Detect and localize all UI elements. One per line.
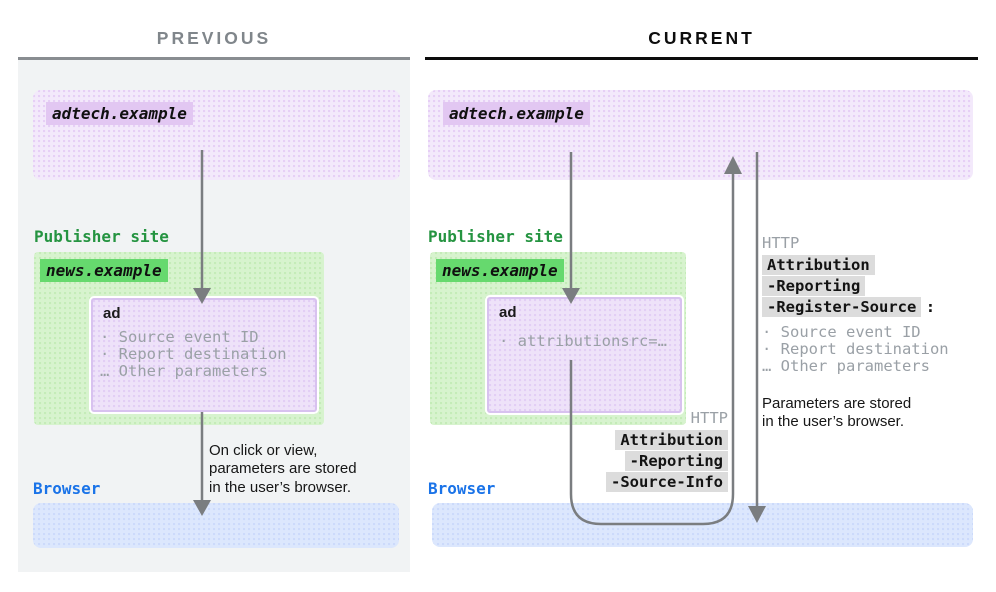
stored-caption: Parameters are stored in the user’s brow… bbox=[762, 395, 994, 432]
ad-label-previous: ad bbox=[103, 305, 121, 322]
http-source-info-block: HTTP Attribution -Reporting -Source-Info bbox=[528, 409, 728, 493]
param-line: … Other parameters bbox=[100, 362, 268, 381]
http-protocol-label: HTTP bbox=[762, 234, 800, 252]
header-chip: -Reporting bbox=[624, 451, 728, 471]
ad-label-current: ad bbox=[499, 304, 517, 321]
header-chip: Attribution bbox=[762, 255, 875, 275]
header-chip-line: Attribution bbox=[762, 255, 994, 276]
news-domain-chip-previous: news.example bbox=[40, 259, 168, 282]
param-line: · Report destination bbox=[100, 345, 287, 364]
publisher-site-label-current: Publisher site bbox=[428, 227, 563, 246]
caption-line: Parameters are stored bbox=[762, 394, 912, 412]
ad-frame-previous bbox=[91, 298, 317, 412]
ad-params-list-current: · attributionsrc=… bbox=[499, 332, 667, 350]
adtech-domain-chip-previous: adtech.example bbox=[46, 102, 193, 125]
caption-line: On click or view, bbox=[209, 442, 318, 459]
panel-title-previous: PREVIOUS bbox=[156, 28, 272, 48]
ad-params-list-previous: · Source event ID · Report destination …… bbox=[100, 328, 287, 381]
http-register-source-block: HTTP Attribution -Reporting -Register-So… bbox=[762, 234, 994, 431]
click-view-caption: On click or view, parameters are stored … bbox=[209, 442, 357, 497]
adtech-domain-chip-current: adtech.example bbox=[443, 102, 590, 125]
divider-current bbox=[425, 57, 978, 60]
browser-box-previous bbox=[33, 503, 399, 548]
header-chip: -Register-Source bbox=[762, 297, 922, 317]
header-chip: Attribution bbox=[615, 430, 728, 450]
header-colon: : bbox=[925, 298, 936, 316]
header-chip-line: Attribution bbox=[528, 430, 728, 451]
param-line: … Other parameters bbox=[762, 357, 930, 376]
panel-title-current: CURRENT bbox=[648, 28, 755, 48]
header-chip-line: -Reporting bbox=[528, 451, 728, 472]
browser-label-current: Browser bbox=[428, 479, 496, 498]
http-protocol-label: HTTP bbox=[690, 409, 728, 427]
news-domain-chip-current: news.example bbox=[436, 259, 564, 282]
param-line: · Source event ID bbox=[100, 328, 259, 346]
param-line: · attributionsrc=… bbox=[499, 332, 667, 350]
header-chip-line: -Reporting bbox=[762, 276, 994, 297]
register-source-params: · Source event ID · Report destination …… bbox=[762, 323, 994, 376]
browser-label-previous: Browser bbox=[33, 479, 101, 498]
header-chip-line: -Register-Source : bbox=[762, 297, 994, 318]
header-chip: -Source-Info bbox=[606, 472, 728, 492]
param-line: · Report destination bbox=[762, 340, 949, 359]
param-line: · Source event ID bbox=[762, 323, 921, 341]
header-chip-line: -Source-Info bbox=[528, 472, 728, 493]
header-chip: -Reporting bbox=[762, 276, 866, 296]
caption-line: parameters are stored bbox=[209, 460, 357, 478]
browser-box-current bbox=[432, 503, 973, 547]
divider-previous bbox=[18, 57, 410, 60]
publisher-site-label-previous: Publisher site bbox=[34, 227, 169, 246]
caption-line: in the user’s browser. bbox=[762, 413, 905, 431]
caption-line: in the user’s browser. bbox=[209, 478, 352, 496]
